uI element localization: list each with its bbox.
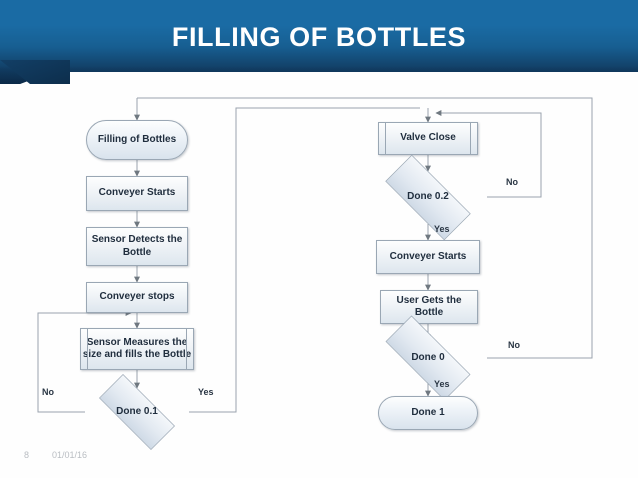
edge-done02-no-loop	[435, 110, 542, 198]
node-sensor-measures-label: Sensor Measures the size and fills the B…	[82, 336, 192, 361]
node-sensor-measures[interactable]: Sensor Measures the size and fills the B…	[80, 328, 194, 370]
edge-label-done02-no: No	[506, 177, 518, 187]
node-valve-close[interactable]: Valve Close	[378, 122, 478, 155]
slide-date: 01/01/16	[52, 450, 88, 460]
node-done-1[interactable]: Done 1	[378, 396, 478, 430]
node-done-0-1[interactable]: Done 0.1	[85, 374, 189, 450]
edge-label-done0-no: No	[508, 340, 520, 350]
slide-number: 8	[24, 450, 30, 460]
node-start-label: Filling of Bottles	[97, 133, 177, 145]
edge-done01-no-loop	[37, 310, 132, 413]
edge-done0-no-loop	[137, 97, 593, 359]
edge-label-done01-no: No	[42, 387, 54, 397]
node-user-gets-bottle[interactable]: User Gets the Bottle	[380, 290, 478, 324]
edge-label-done02-yes: Yes	[434, 224, 450, 234]
node-conveyer-starts-2[interactable]: Conveyer Starts	[376, 240, 480, 274]
node-conveyer-stops[interactable]: Conveyer stops	[86, 282, 188, 313]
page-title: FILLING OF BOTTLES	[171, 22, 467, 52]
node-conveyer-starts-2-label: Conveyer Starts	[389, 250, 467, 262]
node-done-0-1-label: Done 0.1	[116, 405, 158, 417]
node-sensor-detects-label: Sensor Detects the Bottle	[91, 234, 183, 258]
node-done-0-2[interactable]: Done 0.2	[369, 154, 487, 241]
node-done-0-label: Done 0	[411, 351, 445, 363]
edge-label-done0-yes: Yes	[434, 379, 450, 389]
header-shadow	[0, 66, 638, 84]
edge-label-done01-yes: Yes	[198, 387, 214, 397]
node-done-0-2-label: Done 0.2	[407, 191, 449, 203]
node-conveyer-starts-1-label: Conveyer Starts	[98, 187, 176, 199]
node-conveyer-starts-1[interactable]: Conveyer Starts	[86, 176, 188, 211]
node-done-1-label: Done 1	[411, 406, 445, 418]
flowchart-connectors	[37, 97, 593, 413]
node-sensor-detects[interactable]: Sensor Detects the Bottle	[86, 227, 188, 266]
node-valve-close-label: Valve Close	[400, 132, 456, 144]
node-user-gets-bottle-label: User Gets the Bottle	[396, 294, 462, 319]
flowchart-canvas: Filling of Bottles Conveyer Starts Senso…	[0, 84, 638, 478]
edge-done01-yes	[189, 107, 420, 413]
node-conveyer-stops-label: Conveyer stops	[99, 291, 175, 303]
node-start[interactable]: Filling of Bottles	[86, 120, 188, 160]
node-done-0[interactable]: Done 0	[369, 315, 487, 401]
